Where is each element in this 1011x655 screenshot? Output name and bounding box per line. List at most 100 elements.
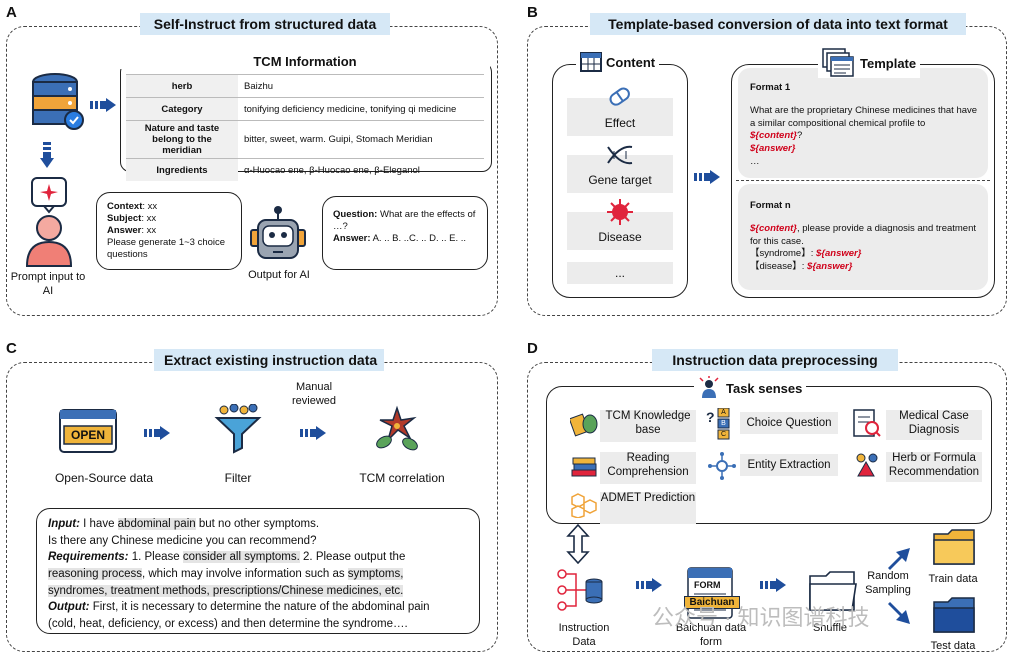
baichuan-form-label: Baichuan data form (675, 622, 747, 648)
panel-d-letter: D (527, 340, 538, 357)
task-medical-case: Medical Case Diagnosis (886, 410, 982, 440)
input-question: Is there any Chinese medicine you can re… (48, 534, 317, 547)
answer-options: A. .. B. ..C. .. D. .. E. .. (370, 232, 467, 244)
panel-b-title: Template-based conversion of data into t… (590, 13, 966, 35)
entity-extraction-icon (708, 452, 736, 485)
filter-icon (214, 403, 262, 459)
train-folder-icon (932, 528, 976, 571)
format-1-title: Format 1 (750, 82, 791, 93)
subject-value: : xx (141, 212, 157, 224)
answer-value: : xx (141, 224, 157, 236)
grid-icon (580, 52, 602, 72)
baichuan-badge: Baichuan (684, 596, 740, 609)
choice-question-icon: ? A B C (706, 407, 736, 445)
answer-variable: ${answer} (807, 261, 853, 273)
answer-variable: ${answer} (750, 143, 796, 155)
disease-label: Disease (598, 230, 642, 244)
input-text-end: but no other symptoms. (195, 518, 320, 530)
format-1-question: What are the proprietary Chinese medicin… (750, 104, 978, 129)
task-herb-recommendation: Herb or Formula Recommendation (886, 452, 982, 482)
generate-instruction: Please generate 1~3 choice questions (107, 236, 226, 260)
step-tcm-label: TCM correlation (359, 471, 445, 485)
effect-label: Effect (604, 116, 636, 130)
output-text: First, it is necessary to determine the … (89, 601, 430, 614)
task-choice-question: Choice Question (740, 412, 838, 434)
content-label: Content (606, 54, 656, 70)
table-key: Nature and taste belong to the meridian (126, 120, 238, 159)
output-label: Output for AI (248, 269, 310, 281)
table-value: α-Huocao ene, β-Huocao ene, β-Eleganol (238, 158, 484, 181)
robot-icon (248, 206, 308, 267)
herb-icon (372, 404, 422, 459)
disease-item: Disease (567, 199, 673, 250)
instruction-data-icon (556, 566, 606, 619)
template-label: Template (860, 55, 917, 71)
content-variable: ${content} (750, 222, 797, 234)
pill-icon (609, 87, 630, 106)
panel-d-title: Instruction data preprocessing (652, 349, 898, 371)
open-source-icon: OPEN (58, 408, 118, 459)
database-icon (28, 72, 86, 137)
open-badge: OPEN (70, 428, 105, 442)
arrow-right-icon (636, 578, 662, 592)
table-value: tonifying deficiency medicine, tonifying… (238, 97, 484, 121)
format-n-title: Format n (750, 200, 791, 211)
arrow-right-icon (694, 170, 720, 184)
question-key: Question: (333, 209, 378, 220)
task-senses-header: Task senses (694, 376, 807, 400)
arrow-right-icon (144, 426, 170, 440)
requirements-text: , which may involve information such as (141, 568, 348, 581)
syndrome-label: 【syndrome】: (750, 248, 816, 260)
test-folder-icon (932, 596, 976, 639)
form-badge: FORM (694, 580, 721, 590)
content-variable: ${content} (750, 130, 797, 142)
format-1-ellipsis: … (750, 156, 760, 168)
train-data-label: Train data (928, 573, 978, 585)
question-value: What are the effects of …? (333, 209, 476, 232)
highlight-symptom: abdominal pain (117, 518, 196, 530)
input-text: I have (79, 518, 118, 530)
disease-label: 【disease】: (750, 261, 808, 273)
medical-case-icon (852, 408, 882, 443)
format-n-text: Format n ${content}, please provide a di… (750, 200, 980, 274)
requirements-text: 2. Please output the (299, 551, 406, 564)
step-filter-label: Filter (224, 471, 252, 485)
arrow-right-icon (300, 426, 326, 440)
arrow-down-right-icon (888, 602, 910, 624)
highlight-reasoning: reasoning process (48, 568, 142, 581)
baichuan-form-icon: FORM Baichuan (684, 566, 740, 625)
task-entity-extraction: Entity Extraction (740, 454, 838, 476)
subject-key: Subject (107, 212, 142, 224)
task-senses-title: Task senses (726, 380, 803, 396)
task-knowledge-base: TCM Knowledge base (600, 410, 696, 442)
highlight-requirement: consider all symptoms. (182, 551, 300, 564)
books-icon (570, 452, 600, 485)
example-text: Input: I have abdominal pain but no othe… (48, 516, 472, 633)
prompt-label: Prompt input to AI (10, 271, 86, 298)
herb-recommendation-icon (852, 450, 882, 485)
template-icon (822, 48, 854, 77)
format-1-card (738, 68, 988, 178)
tcm-info-title: TCM Information (120, 54, 490, 69)
instruction-data-label: Instruction Data (558, 622, 610, 648)
output-bubble: Question: What are the effects of …? Ans… (322, 196, 488, 270)
arrow-down-icon (40, 142, 54, 168)
input-key: Input: (48, 518, 80, 530)
choice-c-label: C (720, 431, 727, 438)
template-header: Template (818, 48, 921, 78)
shuffle-label: Shuffle (812, 622, 848, 634)
step-open-source-label: Open-Source data (54, 471, 154, 485)
person-tasks-icon (699, 376, 719, 398)
arrow-up-right-icon (888, 548, 910, 570)
task-reading-comprehension: Reading Comprehension (600, 452, 696, 484)
panel-a-letter: A (6, 4, 17, 21)
arrow-right-icon (760, 578, 786, 592)
virus-icon (607, 199, 633, 225)
format-1-text: Format 1 What are the proprietary Chines… (750, 82, 980, 169)
gene-target-label: Gene target (588, 173, 652, 187)
